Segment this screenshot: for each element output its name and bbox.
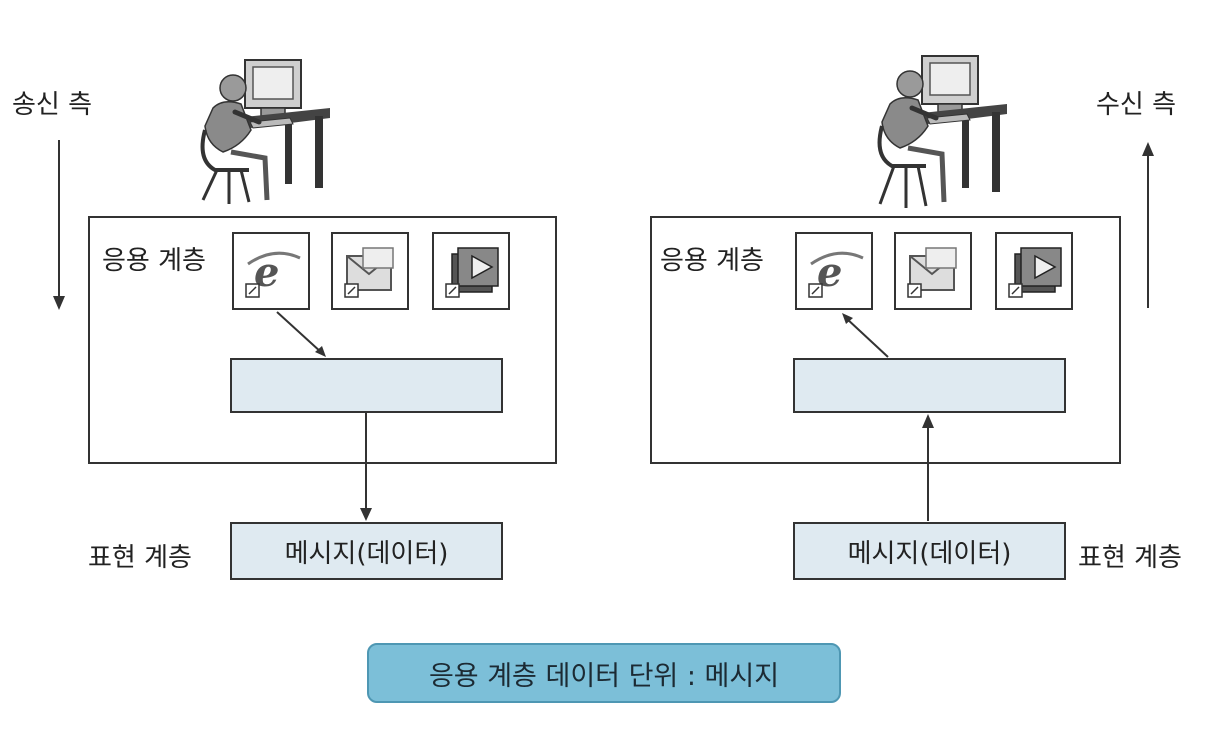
internet-explorer-icon[interactable]: e [795, 232, 873, 310]
media-player-icon[interactable] [995, 232, 1073, 310]
receiver-side-label: 수신 측 [1096, 90, 1177, 120]
receiver-processing-bar [793, 358, 1066, 413]
sender-side-label: 송신 측 [12, 90, 93, 120]
receiver-app-layer-label: 응용 계층 [660, 246, 764, 276]
media-player-icon[interactable] [432, 232, 510, 310]
sender-app-layer-label: 응용 계층 [102, 246, 206, 276]
sender-message-box: 메시지(데이터) [230, 522, 503, 580]
mail-client-icon[interactable] [331, 232, 409, 310]
sender-processing-bar [230, 358, 503, 413]
sender-presentation-layer-label: 표현 계층 [88, 543, 192, 573]
mail-client-icon[interactable] [894, 232, 972, 310]
diagram-caption: 응용 계층 데이터 단위 : 메시지 [367, 643, 841, 703]
receiver-message-box: 메시지(데이터) [793, 522, 1066, 580]
receiver-presentation-layer-label: 표현 계층 [1078, 543, 1182, 573]
internet-explorer-icon[interactable]: e [232, 232, 310, 310]
